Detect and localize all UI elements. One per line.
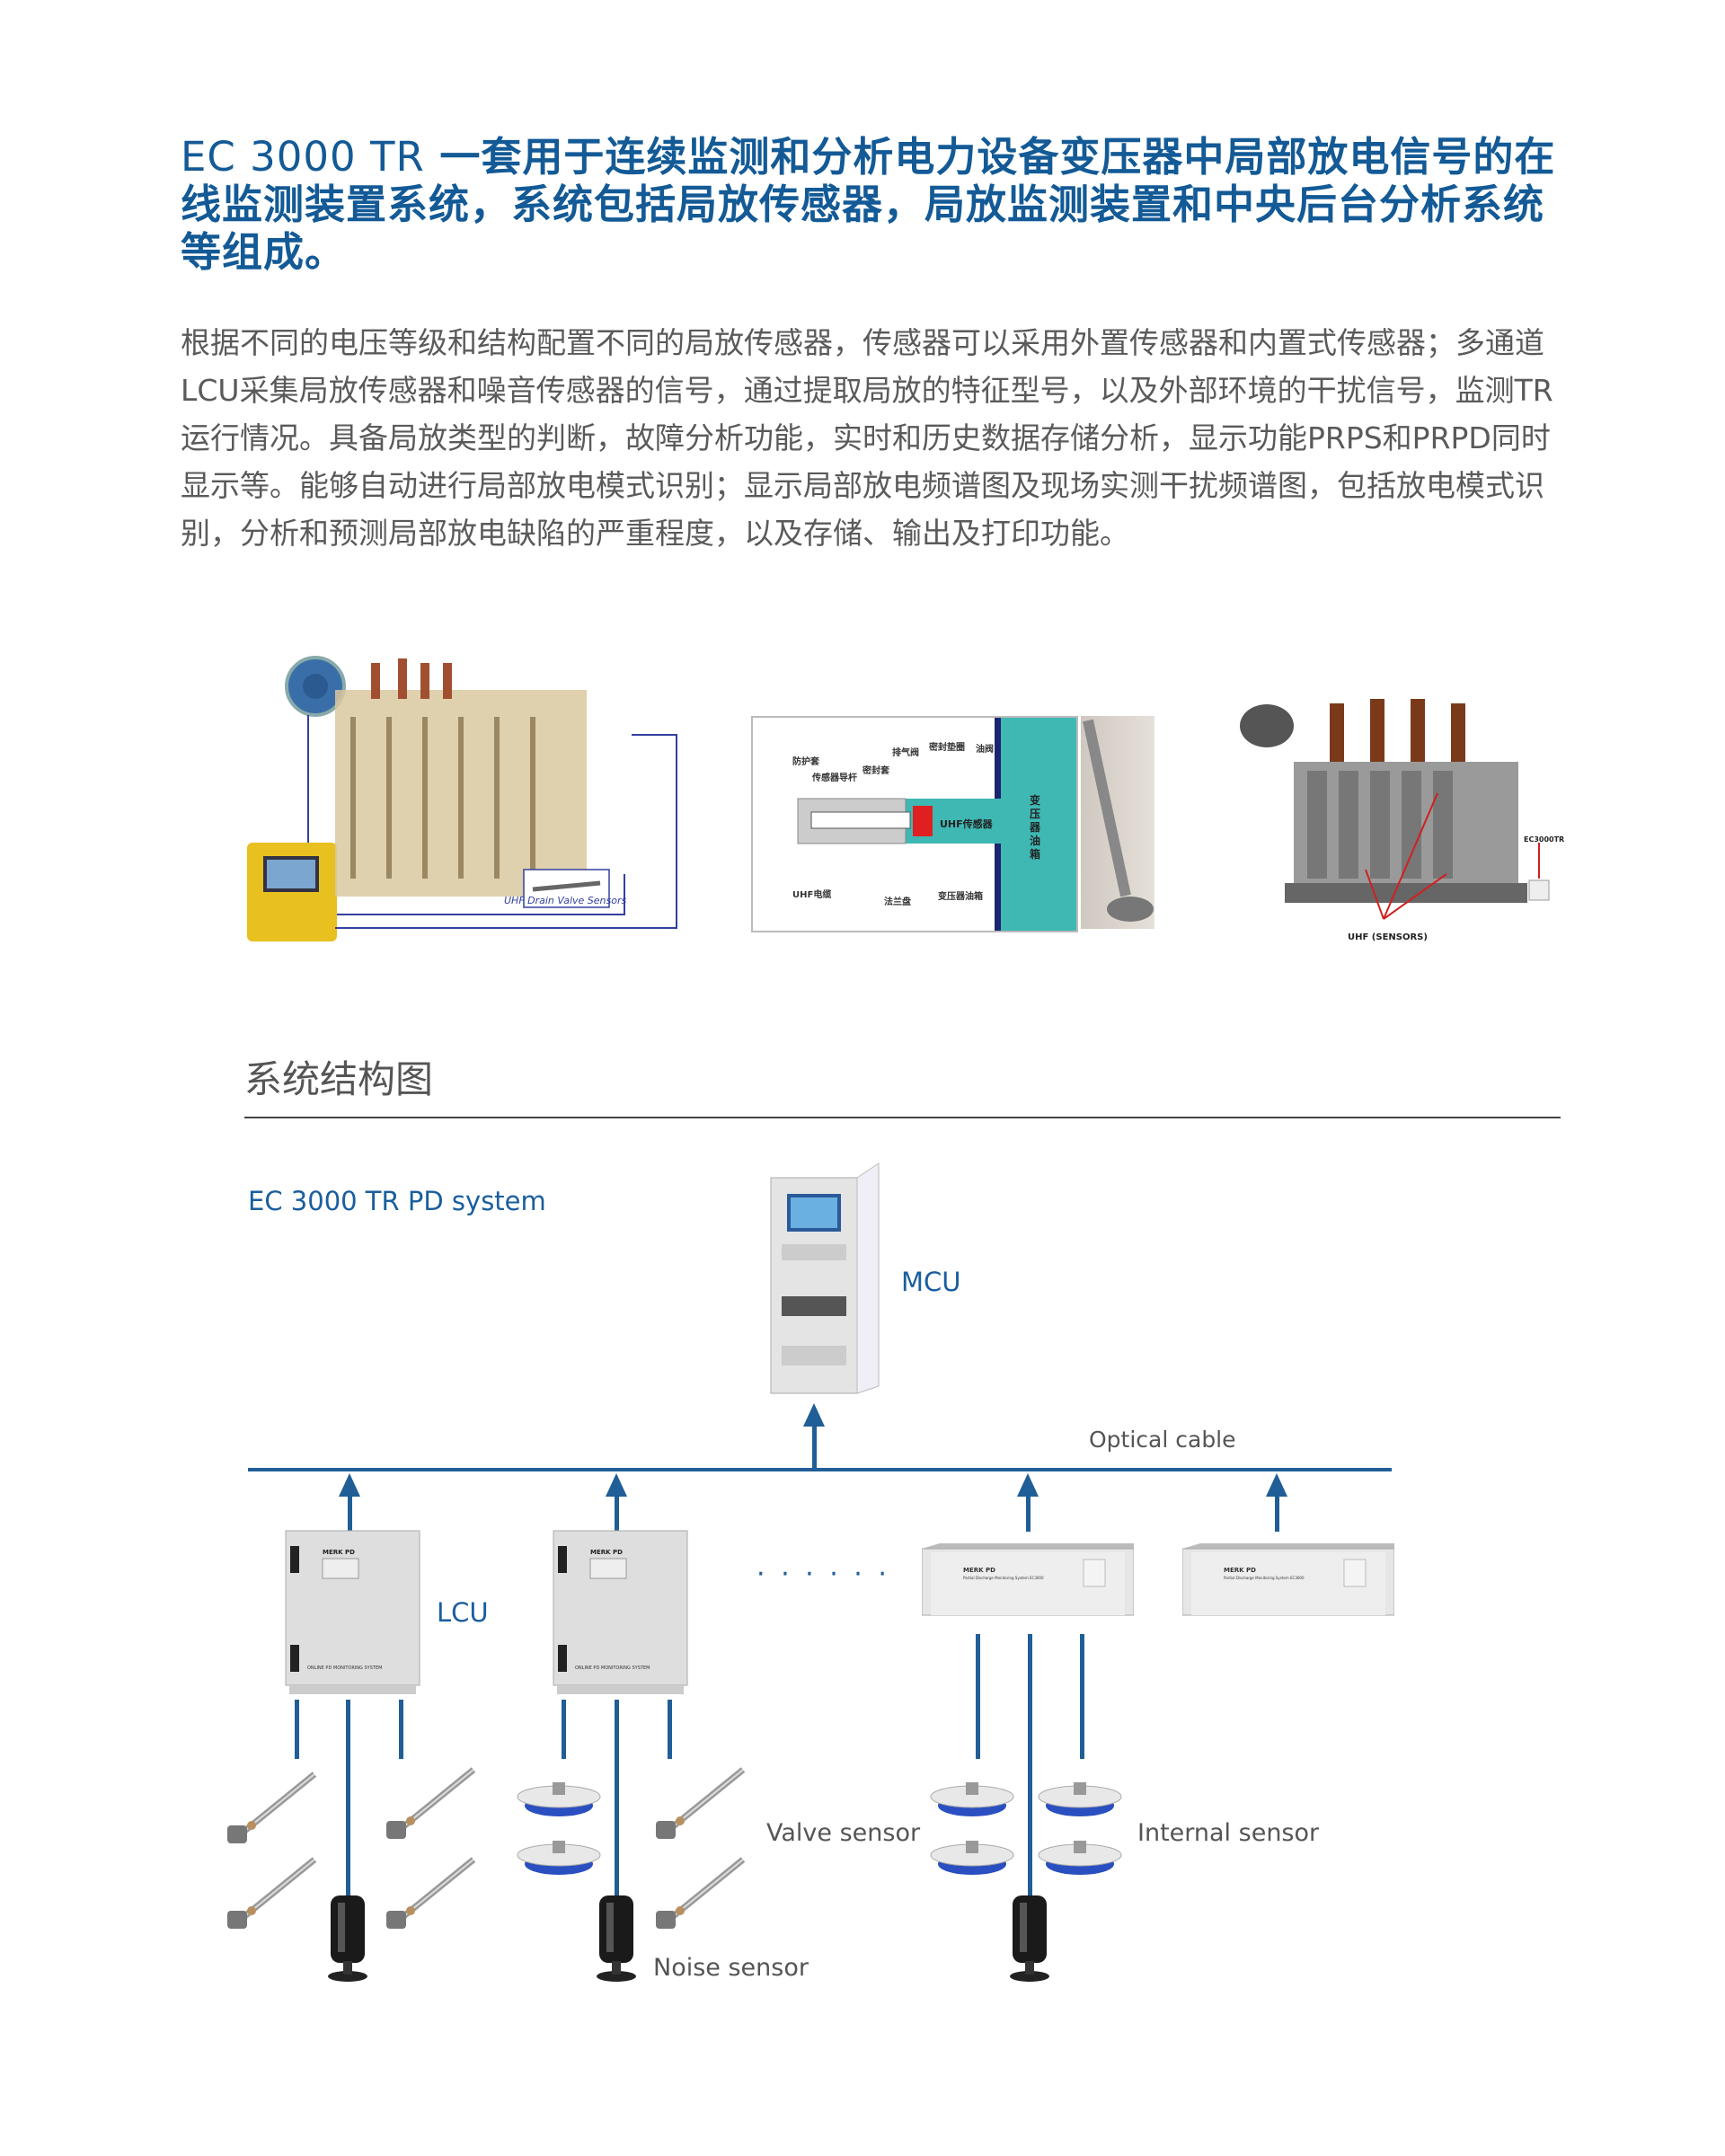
valve-sensor-icon <box>379 1855 478 1940</box>
drain-valve-caption: UHF Drain Valve Sensors <box>504 895 627 906</box>
label-vent-valve: 排气阀 <box>892 748 919 758</box>
optical-cable-label: Optical cable <box>1089 1427 1236 1453</box>
arrow-up-icon <box>1017 1473 1039 1497</box>
svg-text:Partial Discharge Monitoring S: Partial Discharge Monitoring System EC30… <box>1224 1576 1305 1580</box>
system-name: EC 3000 TR PD system <box>248 1186 546 1216</box>
uplink-line <box>615 1491 619 1532</box>
label-seal-ring: 密封垫圈 <box>929 743 965 753</box>
label-tank-vertical: 变压器油箱 <box>1030 794 1041 861</box>
rack-unit: MERK PD Partial Discharge Monitoring Syst… <box>921 1543 1135 1620</box>
valve-sensor-label: Valve sensor <box>766 1819 921 1847</box>
svg-text:Partial Discharge Monitoring S: Partial Discharge Monitoring System EC30… <box>963 1576 1044 1580</box>
section-title: 系统结构图 <box>244 1057 434 1101</box>
uplink-line <box>348 1491 352 1532</box>
internal-sensor-icon <box>1038 1837 1123 1881</box>
mcu-cabinet <box>769 1162 880 1398</box>
internal-sensor-icon <box>517 1779 602 1823</box>
arrow-up-icon <box>339 1473 360 1497</box>
signal-line <box>399 1700 403 1759</box>
signal-line <box>346 1700 350 1898</box>
label-seal-sleeve: 密封套 <box>862 766 889 776</box>
svg-text:MERK PD: MERK PD <box>963 1567 995 1574</box>
rack-unit: MERK PD Partial Discharge Monitoring Syst… <box>1181 1543 1395 1620</box>
transformer-uhf-sensors-image: EC3000TR UHF (SENSORS) <box>1231 681 1565 950</box>
signal-line <box>562 1700 566 1759</box>
signal-line <box>1080 1634 1084 1759</box>
noise-sensor-icon <box>1007 1894 1052 1987</box>
svg-text:ONLINE PD MONITORING SYSTEM: ONLINE PD MONITORING SYSTEM <box>575 1666 650 1671</box>
signal-line <box>976 1634 980 1759</box>
ellipsis-more-units: · · · · · · <box>756 1559 890 1590</box>
label-uhf-sensor: UHF传感器 <box>940 818 993 830</box>
internal-sensor-label: Internal sensor <box>1137 1819 1320 1847</box>
noise-sensor-icon <box>594 1894 639 1987</box>
transformer-sensor-photo: UHF Drain Valve Sensors <box>236 654 686 959</box>
signal-line <box>1028 1634 1032 1898</box>
label-uhf-sensors: UHF (SENSORS) <box>1348 932 1428 942</box>
internal-sensor-icon <box>930 1779 1015 1823</box>
description-paragraph: 根据不同的电压等级和结构配置不同的局放传感器，传感器可以采用外置传感器和内置式传… <box>181 325 1553 551</box>
internal-sensor-icon <box>517 1837 602 1881</box>
internal-sensor-icon <box>930 1837 1015 1881</box>
arrow-up-icon <box>803 1403 825 1427</box>
title-product: EC 3000 TR <box>181 133 425 181</box>
uplink-line <box>812 1424 817 1469</box>
label-protect-cover: 防护套 <box>792 757 819 767</box>
noise-sensor-label: Noise sensor <box>653 1954 809 1982</box>
label-oil-valve: 油阀 <box>976 745 994 755</box>
uhf-sensor-cross-section: 防护套 传感器导杆 密封套 排气阀 密封垫圈 油阀 UHF传感器 变压器油箱 U… <box>751 716 1078 932</box>
signal-line <box>295 1700 299 1759</box>
valve-sensor-icon <box>220 1855 319 1940</box>
signal-line <box>668 1700 672 1759</box>
svg-text:MERK PD: MERK PD <box>323 1549 355 1556</box>
title-text: 一套用于连续监测和分析电力设备变压器中局部放电信号的在线监测装置系统，系统包括局… <box>181 133 1556 276</box>
signal-line <box>615 1700 619 1898</box>
label-flange: 法兰盘 <box>884 897 911 907</box>
label-ec3000tr: EC3000TR <box>1524 835 1565 844</box>
svg-text:MERK PD: MERK PD <box>1224 1567 1256 1574</box>
section-divider <box>244 1117 1561 1118</box>
svg-text:MERK PD: MERK PD <box>590 1549 623 1556</box>
uplink-line <box>1026 1491 1031 1532</box>
label-tank: 变压器油箱 <box>938 892 983 902</box>
valve-sensor-icon <box>220 1770 319 1854</box>
sensor-rod-photo <box>1081 716 1154 929</box>
noise-sensor-icon <box>325 1894 370 1987</box>
label-guide-rod: 传感器导杆 <box>812 773 857 783</box>
arrow-up-icon <box>606 1473 627 1497</box>
lcu-label: LCU <box>437 1597 489 1628</box>
page-title: EC 3000 TR 一套用于连续监测和分析电力设备变压器中局部放电信号的在线监… <box>181 133 1582 276</box>
mcu-label: MCU <box>901 1267 961 1297</box>
optical-cable-bus <box>248 1468 1392 1471</box>
valve-sensor-icon <box>649 1765 748 1850</box>
label-uhf-cable: UHF电缆 <box>792 890 832 900</box>
svg-text:ONLINE PD MONITORING SYSTEM: ONLINE PD MONITORING SYSTEM <box>307 1666 382 1671</box>
uplink-line <box>1275 1491 1279 1532</box>
internal-sensor-icon <box>1038 1779 1123 1823</box>
valve-sensor-icon <box>379 1765 478 1850</box>
lcu-unit: MERK PD ONLINE PD MONITORING SYSTEM <box>285 1530 420 1694</box>
lcu-unit: MERK PD ONLINE PD MONITORING SYSTEM <box>553 1530 688 1694</box>
valve-sensor-icon <box>649 1855 748 1940</box>
arrow-up-icon <box>1266 1473 1287 1497</box>
